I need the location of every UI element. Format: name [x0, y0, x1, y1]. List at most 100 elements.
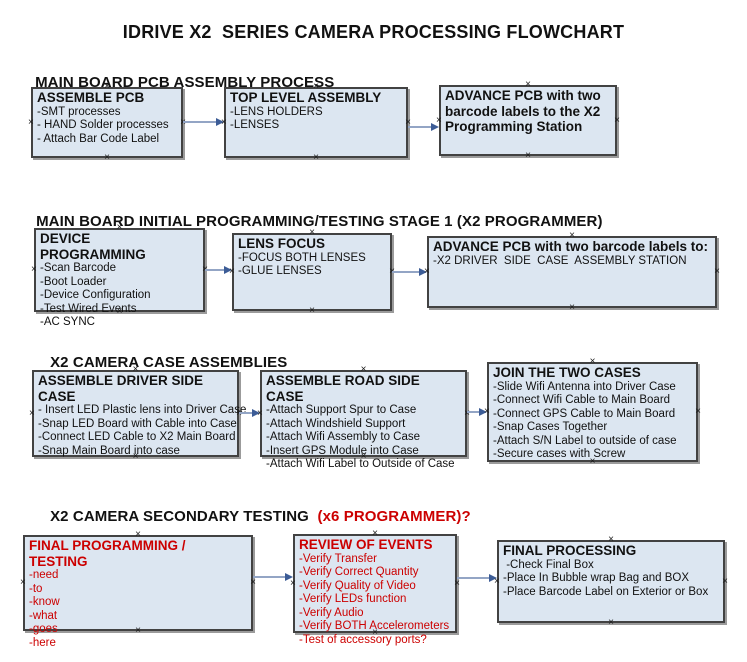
connection-x-marker — [722, 577, 728, 587]
flow-box-final-programming-testing: FINAL PROGRAMMING / TESTING -need -to -k… — [20, 535, 253, 649]
box-line: -Verify Audio — [299, 606, 364, 619]
box-line: -Attach Windshield Support — [266, 417, 406, 430]
box-title: TOP LEVEL ASSEMBLY — [230, 90, 382, 105]
connection-x-marker — [104, 82, 110, 92]
connection-x-marker — [361, 365, 367, 375]
connection-x-marker — [714, 267, 720, 277]
box-line: -Place In Bubble wrap Bag and BOX — [503, 572, 690, 585]
connection-x-marker — [590, 457, 596, 467]
flow-arrow — [183, 118, 224, 126]
box-line: - HAND Solder processes — [37, 119, 169, 132]
box-line: -Check Final Box — [503, 558, 594, 571]
box-line: -here — [29, 636, 56, 649]
connection-x-marker — [117, 223, 123, 233]
connection-x-marker — [133, 452, 139, 462]
section-heading-text: X2 CAMERA SECONDARY TESTING — [50, 508, 314, 525]
box-title: LENS FOCUS — [238, 236, 326, 251]
box-line: -LENS HOLDERS — [230, 105, 323, 118]
box-line: -GLUE LENSES — [238, 265, 322, 278]
connection-x-marker — [695, 407, 701, 417]
connection-x-marker — [257, 409, 263, 419]
box-line: -Scan Barcode — [40, 262, 117, 275]
arrow-shaft — [392, 271, 421, 273]
box-line: -Boot Loader — [40, 275, 107, 288]
arrow-head-icon — [479, 408, 487, 416]
flow-arrow — [239, 409, 260, 417]
connection-x-marker — [614, 116, 620, 126]
connection-x-marker — [494, 577, 500, 587]
box-line: -Snap Main Board into case — [38, 444, 180, 457]
section-heading-initial-programming: MAIN BOARD INITIAL PROGRAMMING/TESTING S… — [19, 196, 603, 247]
connection-x-marker — [135, 530, 141, 540]
arrow-head-icon — [489, 574, 497, 582]
connection-x-marker — [525, 151, 531, 161]
box-line: -Attach Wifi Assembly to Case — [266, 431, 421, 444]
flow-box-device-programming: DEVICE PROGRAMMING -Scan Barcode -Boot L… — [34, 228, 205, 328]
flow-arrow — [205, 266, 232, 274]
section-heading-text: X2 CAMERA CASE ASSEMBLIES — [50, 354, 288, 371]
connection-x-marker — [290, 579, 296, 589]
connection-x-marker — [28, 118, 34, 128]
arrow-head-icon — [252, 409, 260, 417]
arrow-shaft — [183, 121, 218, 123]
connection-x-marker — [590, 357, 596, 367]
arrow-shaft — [457, 577, 491, 579]
flow-arrow — [467, 408, 487, 416]
flow-box-advance-pcb-driver-side-station: ADVANCE PCB with two barcode labels to: … — [427, 236, 717, 308]
box-title: FINAL PROCESSING — [503, 543, 637, 558]
arrow-shaft — [239, 412, 254, 414]
box-line: -Slide Wifi Antenna into Driver Case — [493, 380, 676, 393]
connection-x-marker — [104, 153, 110, 163]
box-line: -X2 DRIVER SIDE CASE ASSEMBLY STATION — [433, 254, 687, 267]
section-heading-text: MAIN BOARD PCB ASSEMBLY PROCESS — [35, 74, 335, 91]
connection-x-marker — [221, 118, 227, 128]
box-line: -know — [29, 596, 60, 609]
box-line: -Connect LED Cable to X2 Main Board — [38, 431, 236, 444]
arrow-shaft — [408, 126, 433, 128]
box-line: -SMT processes — [37, 105, 121, 118]
connection-x-marker — [20, 578, 26, 588]
section-heading-text: MAIN BOARD INITIAL PROGRAMMING/TESTING S… — [36, 213, 603, 230]
box-line: -Device Configuration — [40, 289, 151, 302]
box-line: -Verify BOTH Accelerometers — [299, 620, 450, 633]
box-line: -Verify Quality of Video — [299, 579, 416, 592]
box-line: -Verify LEDs function — [299, 593, 407, 606]
arrow-shaft — [205, 269, 226, 271]
box-title: ADVANCE PCB with two barcode labels to: — [433, 239, 709, 254]
flow-box-top-level-assembly: TOP LEVEL ASSEMBLY -LENS HOLDERS -LENSES — [224, 87, 408, 158]
box-line: -LENSES — [230, 119, 280, 132]
flow-box-assemble-road-side-case: ASSEMBLE ROAD SIDE CASE -Attach Support … — [257, 370, 467, 470]
box-title: ASSEMBLE DRIVER SIDE CASE — [38, 373, 207, 404]
connection-x-marker — [436, 116, 442, 126]
box-line: -Connect Wifi Cable to Main Board — [493, 394, 671, 407]
box-line: -Test of accessory ports? — [299, 633, 427, 646]
connection-x-marker — [525, 80, 531, 90]
box-title: FINAL PROGRAMMING / TESTING — [29, 538, 190, 569]
box-line: -what — [29, 609, 58, 622]
box-title: JOIN THE TWO CASES — [493, 365, 641, 380]
box-line: -Insert GPS Module into Case — [266, 444, 419, 457]
arrow-head-icon — [431, 123, 439, 131]
flow-box-advance-pcb-programming-station: ADVANCE PCB with two barcode labels to t… — [439, 85, 617, 156]
section-heading-secondary-testing: X2 CAMERA SECONDARY TESTING (x6 PROGRAMM… — [33, 491, 471, 542]
flow-arrow — [457, 574, 497, 582]
flow-box-final-processing: FINAL PROCESSING -Check Final Box -Place… — [497, 540, 725, 623]
arrow-head-icon — [224, 266, 232, 274]
connection-x-marker — [569, 231, 575, 241]
box-line: -Attach Support Spur to Case — [266, 404, 417, 417]
arrow-head-icon — [285, 573, 293, 581]
section-heading-case-assemblies: X2 CAMERA CASE ASSEMBLIES — [33, 337, 287, 388]
box-line: -FOCUS BOTH LENSES — [238, 251, 366, 264]
connection-x-marker — [372, 628, 378, 638]
connection-x-marker — [135, 626, 141, 636]
box-title: ADVANCE PCB with two barcode labels to t… — [445, 88, 605, 135]
box-line: -AC SYNC — [40, 316, 95, 329]
arrow-head-icon — [419, 268, 427, 276]
connection-x-marker — [424, 267, 430, 277]
box-title: ASSEMBLE ROAD SIDE CASE — [266, 373, 424, 404]
connection-x-marker — [313, 153, 319, 163]
connection-x-marker — [372, 529, 378, 539]
flow-box-assemble-driver-side-case: ASSEMBLE DRIVER SIDE CASE - Insert LED P… — [32, 370, 246, 457]
box-line: -goes — [29, 623, 58, 636]
page-title: IDRIVE X2 SERIES CAMERA PROCESSING FLOWC… — [122, 22, 625, 42]
